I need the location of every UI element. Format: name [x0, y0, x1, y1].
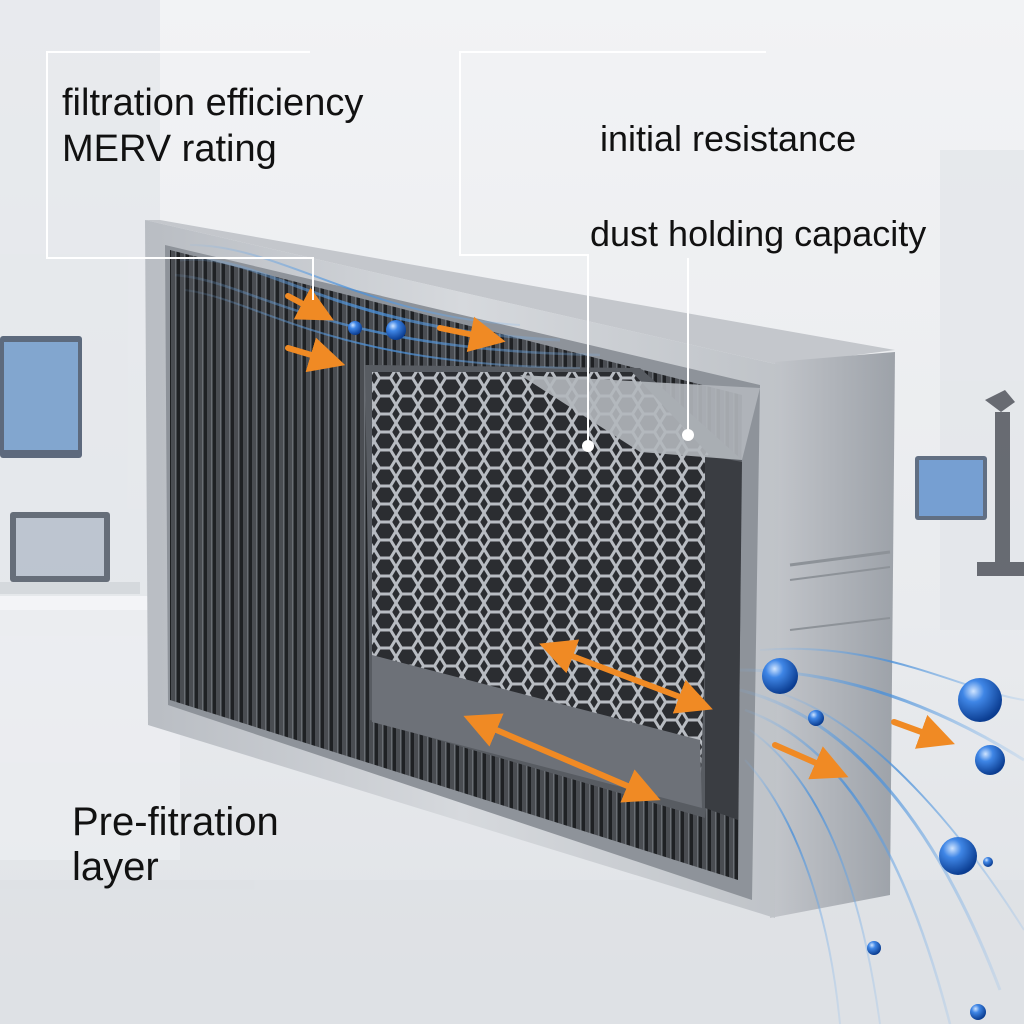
side-panel-groove [789, 550, 891, 567]
background-laptop-base [0, 582, 140, 594]
double-arrow [463, 713, 661, 803]
pre-filtration-label: Pre-fitration layer [72, 800, 279, 890]
callout-dot [682, 429, 694, 441]
pre-filtration-label-line2: layer [72, 844, 159, 889]
callout-dot [582, 440, 594, 452]
particle [975, 745, 1005, 775]
flow-arrow [285, 337, 346, 373]
flow-arrow [772, 742, 849, 780]
particle [386, 320, 406, 340]
particle [958, 678, 1002, 722]
airflow-line [749, 729, 881, 1024]
initial-resistance-label: initial resistance [600, 118, 857, 159]
particle [970, 1004, 986, 1020]
background-microscope-icon [977, 390, 1024, 576]
particle [348, 321, 362, 335]
flow-arrow [437, 316, 506, 352]
particle [808, 710, 824, 726]
airflow-line [744, 708, 952, 1024]
particle [983, 857, 993, 867]
airflow-line [739, 688, 1002, 991]
mesh-panel-edge [705, 455, 742, 820]
background-monitor-screen [4, 342, 78, 450]
background-floor [0, 880, 1024, 1024]
flow-arrow [285, 287, 334, 321]
housing-top-face [145, 220, 895, 365]
callout-lines [46, 51, 766, 452]
particle [762, 658, 798, 694]
background-counter-top [0, 596, 180, 610]
pre-filtration-label-line1: Pre-fitration [72, 800, 279, 844]
callout-label-left: filtration efficiency MERV rating [62, 80, 363, 173]
airflow-line [769, 689, 1024, 931]
filtration-efficiency-label: filtration efficiency [62, 82, 364, 124]
airflow-line [189, 244, 521, 326]
background-laptop-screen [16, 518, 104, 576]
side-panel-groove [789, 566, 891, 581]
airflow-line [184, 289, 581, 369]
flow-arrow [891, 714, 955, 749]
callout-line-resistance [459, 51, 766, 445]
airflow-line [744, 759, 841, 1024]
dust-holding-capacity-label: dust holding capacity [590, 213, 927, 254]
double-arrow [539, 639, 713, 714]
inner-housing-top [520, 375, 760, 460]
background-wall-panel [940, 150, 1024, 630]
housing-side-panel [770, 352, 895, 918]
particles [348, 320, 1005, 1020]
particle [939, 837, 977, 875]
flow-arrows [285, 287, 955, 803]
callout-line-left [46, 51, 314, 300]
merv-rating-label: MERV rating [62, 128, 277, 171]
background-monitor-screen [919, 460, 983, 516]
particle [867, 941, 881, 955]
side-panel-groove [789, 617, 891, 631]
